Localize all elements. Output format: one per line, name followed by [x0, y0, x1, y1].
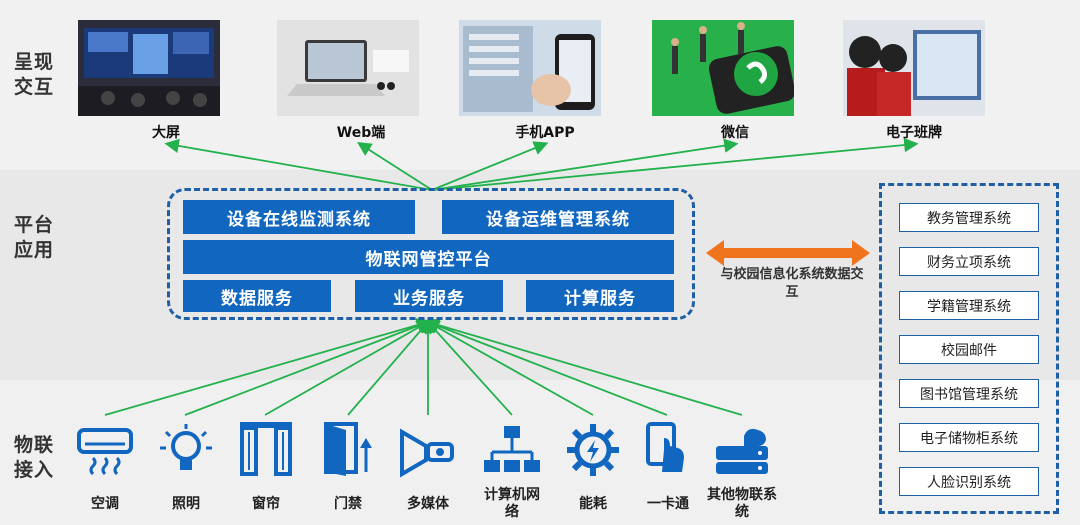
caption-wechat: 微信 [721, 125, 749, 141]
link-curtain [264, 320, 432, 416]
device-monitoring-system: 设备在线监测系统 [183, 200, 415, 234]
link-card [424, 319, 668, 416]
lightbulb-icon [160, 424, 212, 470]
section-label-iot: 物联接入 [14, 434, 55, 481]
campus-system-item: 教务管理系统 [899, 203, 1039, 232]
iot-control-platform: 物联网管控平台 [183, 240, 674, 274]
caption-app: 手机APP [515, 125, 575, 141]
door-access-icon [324, 422, 372, 476]
link-to-app [431, 141, 549, 191]
link-other [424, 318, 743, 416]
platform-box [167, 188, 695, 320]
device-label: 照明 [172, 496, 200, 512]
campus-system-item: 电子储物柜系统 [899, 423, 1039, 452]
business-service: 业务服务 [355, 280, 503, 312]
link-ac [104, 318, 432, 416]
exchange-arrow [706, 240, 870, 266]
campus-system-item: 财务立项系统 [899, 247, 1039, 276]
link-to-wechat [431, 138, 739, 191]
link-to-bigscreen [164, 138, 433, 191]
campus-system-item: 学籍管理系统 [899, 291, 1039, 320]
caption-bigscreen: 大屏 [152, 125, 180, 141]
data-service: 数据服务 [183, 280, 331, 312]
card-swipe-icon [646, 422, 684, 472]
classboard-image [843, 20, 985, 116]
energy-gear-icon [567, 424, 619, 476]
device-label: 多媒体 [407, 496, 449, 512]
caption-web: Web端 [336, 125, 386, 141]
campus-system-item: 人脸识别系统 [899, 467, 1039, 496]
section-label-presentation: 呈现交互 [14, 51, 55, 98]
network-icon [484, 426, 540, 472]
other-iot-cloud-icon [716, 428, 768, 474]
campus-system-item: 校园邮件 [899, 335, 1039, 364]
device-label: 窗帘 [252, 496, 280, 512]
app-image [459, 20, 601, 116]
link-light [184, 319, 432, 416]
curtain-icon [240, 422, 292, 476]
air-conditioner-icon [77, 428, 133, 476]
link-to-web [356, 142, 433, 191]
device-label: 计算机网络 [484, 487, 540, 520]
device-label: 空调 [91, 496, 119, 512]
section-label-platform: 平台应用 [14, 214, 55, 261]
wechat-image [652, 20, 794, 116]
device-label: 门禁 [334, 496, 362, 512]
compute-service: 计算服务 [526, 280, 674, 312]
link-to-classboard [431, 137, 919, 191]
caption-classboard: 电子班牌 [886, 125, 942, 141]
web-image [277, 20, 419, 116]
device-label: 一卡通 [647, 496, 689, 512]
device-label: 能耗 [579, 496, 607, 512]
device-maintenance-system: 设备运维管理系统 [442, 200, 674, 234]
device-label: 其他物联系统 [707, 487, 777, 520]
campus-systems-box: 教务管理系统 财务立项系统 学籍管理系统 校园邮件 图书馆管理系统 电子储物柜系… [879, 183, 1059, 514]
link-network [425, 319, 513, 416]
exchange-label: 与校园信息化系统数据交互 [720, 267, 864, 300]
link-energy [424, 320, 594, 416]
campus-system-item: 图书馆管理系统 [899, 379, 1039, 408]
link-door [347, 319, 431, 416]
bigscreen-image [78, 20, 220, 116]
projector-icon [400, 428, 454, 478]
